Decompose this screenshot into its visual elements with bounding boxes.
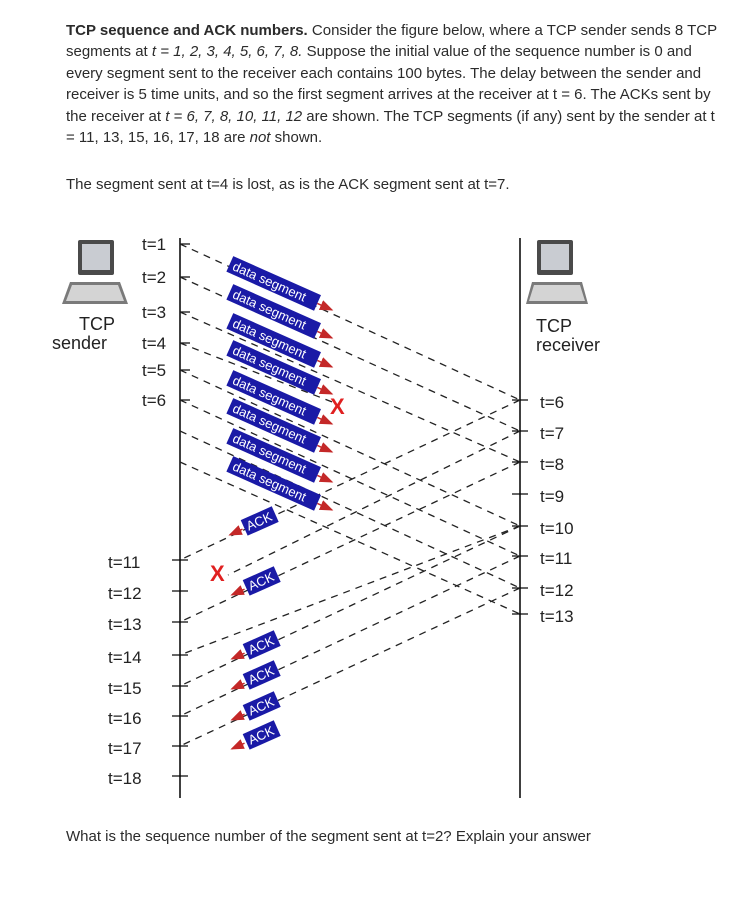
question-text: What is the sequence number of the segme… xyxy=(66,828,591,845)
ack-tag: ACK xyxy=(230,660,281,690)
problem-statement: TCP sequence and ACK numbers. Consider t… xyxy=(66,20,726,148)
sender-time-label: t=6 xyxy=(142,391,166,410)
ack-tag: ACK xyxy=(230,691,281,721)
ack-line xyxy=(179,461,521,623)
ack-arrow xyxy=(228,525,243,536)
ack-arrow xyxy=(230,739,245,750)
sender-time-label: t=2 xyxy=(142,268,166,287)
problem-text-2: Suppose the initial value of the sequenc… xyxy=(66,43,711,125)
receiver-time-label: t=7 xyxy=(540,424,564,443)
receiver-time-ticks: t=6 t=7 t=8 t=9 t=10 t=11 t=12 t=13 xyxy=(512,393,574,626)
sender-time-label: t=12 xyxy=(108,584,142,603)
sender-computer-icon xyxy=(62,240,128,304)
ack-arrow xyxy=(230,710,245,721)
receiver-time-label: t=10 xyxy=(540,519,574,538)
sender-time-label: t=18 xyxy=(108,769,142,788)
ack-arrow xyxy=(230,679,245,690)
problem-text-4: shown. xyxy=(270,129,323,147)
segment-line xyxy=(179,276,521,432)
sender-time-label: t=17 xyxy=(108,739,142,758)
segment-arrow xyxy=(317,357,334,368)
sender-time-label: t=15 xyxy=(108,679,142,698)
segment-line xyxy=(179,311,521,463)
receiver-time-label: t=13 xyxy=(540,607,574,626)
segment-line xyxy=(179,243,521,401)
segment-arrow xyxy=(317,442,334,453)
sender-time-label: t=11 xyxy=(108,553,140,572)
time-variable: t xyxy=(151,43,157,61)
not-emphasis: not xyxy=(249,129,271,147)
sender-label-line2: sender xyxy=(52,333,107,353)
sender-time-label: t=5 xyxy=(142,361,166,380)
segment-line xyxy=(179,430,521,589)
segment-arrow xyxy=(317,328,334,339)
ack-line xyxy=(179,525,521,687)
problem-text-1: Consider the figure below, where a TCP s… xyxy=(66,22,717,61)
segment-line xyxy=(179,369,521,527)
ack-line xyxy=(179,555,521,717)
sender-time-label: t=14 xyxy=(108,648,142,667)
segment-arrow xyxy=(317,384,334,395)
receiver-time-label: t=12 xyxy=(540,581,574,600)
ack-line xyxy=(179,587,521,747)
sender-time-ticks: t=1 t=2 t=3 t=4 t=5 t=6 t=11 t=12 t=13 t=14 t=15 t=… xyxy=(108,235,190,788)
receiver-time-label: t=9 xyxy=(540,487,564,506)
sender-label-line1: TCP xyxy=(79,314,115,334)
sender-time-label: t=16 xyxy=(108,709,142,728)
receiver-computer-icon xyxy=(526,240,588,304)
receiver-label-line2: receiver xyxy=(536,335,600,355)
ack-line xyxy=(179,525,521,656)
sender-time-label: t=4 xyxy=(142,334,166,353)
sender-time-label: t=1 xyxy=(142,235,166,254)
ack-tag: ACK xyxy=(228,506,279,536)
ack-arrow xyxy=(230,649,245,660)
segment-line xyxy=(179,461,521,615)
ack-tag: ACK xyxy=(230,720,281,750)
problem-title: TCP sequence and ACK numbers. xyxy=(66,22,308,39)
segment-line xyxy=(179,342,341,406)
send-times: = 1, 2, 3, 4, 5, 6, 7, 8. xyxy=(156,43,303,61)
segment-arrow xyxy=(317,472,334,483)
ack-line xyxy=(227,430,521,576)
segment-arrow xyxy=(317,500,334,511)
lost-note: The segment sent at t=4 is lost, as is t… xyxy=(66,176,510,193)
lost-segment-x-mark: X xyxy=(330,394,345,419)
receiver-time-label: t=11 xyxy=(540,549,572,568)
receiver-time-label: t=6 xyxy=(540,393,564,412)
segment-line xyxy=(179,399,521,557)
ack-times: t = 6, 7, 8, 10, 11, 12 xyxy=(165,107,303,125)
problem-text-3: are shown. The TCP segments (if any) sen… xyxy=(66,107,715,147)
receiver-label-line1: TCP xyxy=(536,316,572,336)
receiver-time-label: t=8 xyxy=(540,455,564,474)
ack-arrow xyxy=(230,585,245,596)
segment-arrow xyxy=(317,300,334,311)
ack-tag: ACK xyxy=(230,566,281,596)
segment-arrow xyxy=(317,414,334,425)
sender-time-label: t=13 xyxy=(108,615,142,634)
lost-ack-x-mark: X xyxy=(210,561,225,586)
sender-time-label: t=3 xyxy=(142,303,166,322)
